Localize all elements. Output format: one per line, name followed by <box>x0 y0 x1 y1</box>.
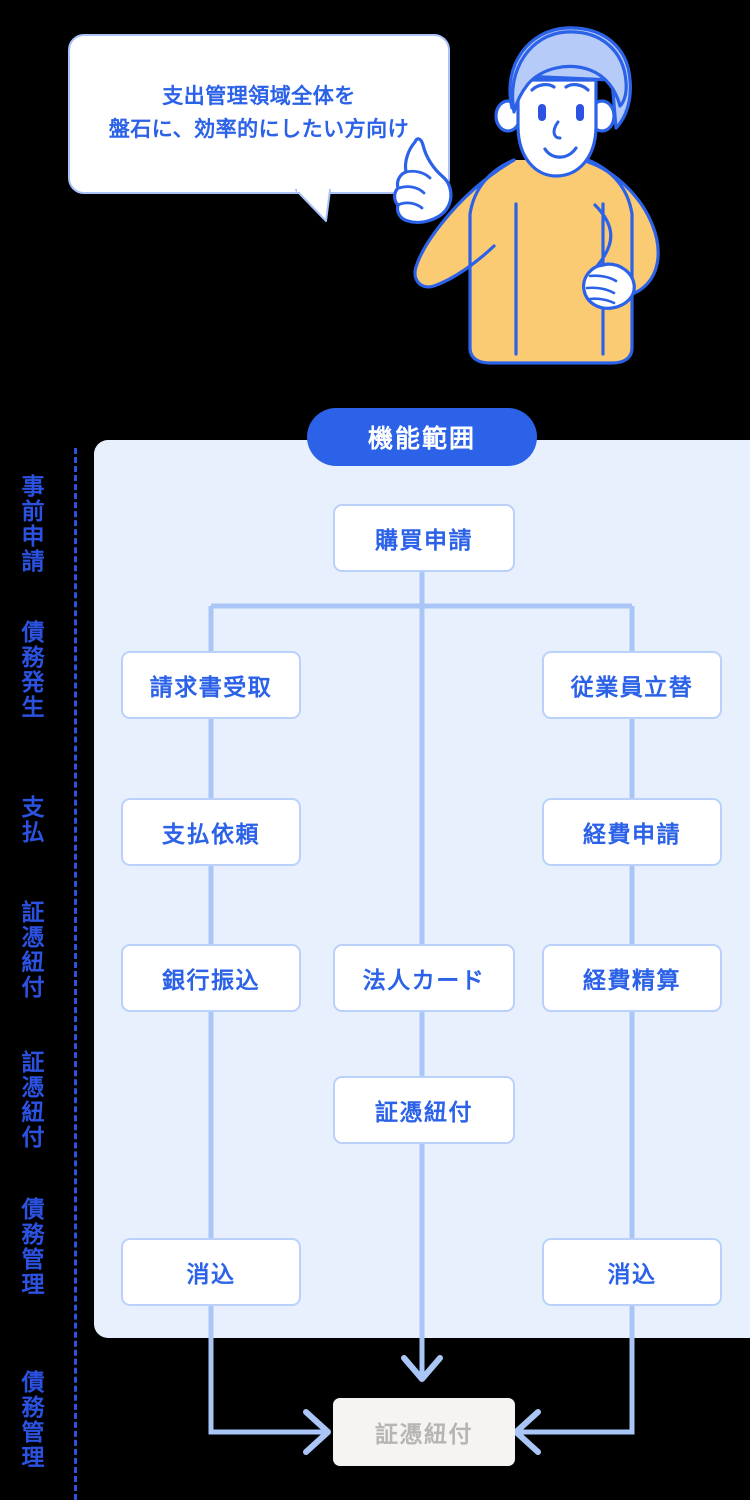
stage-label-0: 事前申請 <box>18 474 44 574</box>
stage-label-2: 支払 <box>18 795 44 845</box>
speech-bubble: 支出管理領域全体を 盤石に、効率的にしたい方向け <box>68 34 450 194</box>
scope-badge: 機能範囲 <box>307 408 537 466</box>
arrowhead-right <box>303 1409 331 1455</box>
arrowhead-left <box>513 1409 541 1455</box>
stage-label-5: 債務管理 <box>18 1197 44 1297</box>
node-evidence-link-final[interactable]: 証憑紐付 <box>333 1398 515 1466</box>
speech-bubble-text: 支出管理領域全体を 盤石に、効率的にしたい方向け <box>109 81 409 146</box>
node-bank-transfer[interactable]: 銀行振込 <box>121 944 301 1012</box>
stage-label-3: 証憑紐付 <box>18 900 44 1000</box>
node-payment-request[interactable]: 支払依頼 <box>121 798 301 866</box>
speech-bubble-line2: 盤石に、効率的にしたい方向け <box>108 118 410 141</box>
pointing-person-illustration <box>393 26 660 365</box>
stage-label-6: 債務管理 <box>18 1370 44 1470</box>
speech-bubble-line1: 支出管理領域全体を <box>162 85 356 109</box>
stage-label-1: 債務発生 <box>18 620 44 720</box>
node-expense-request[interactable]: 経費申請 <box>542 798 722 866</box>
node-evidence-link-mid[interactable]: 証憑紐付 <box>333 1076 515 1144</box>
stage-label-4: 証憑紐付 <box>18 1050 44 1150</box>
node-offset-right[interactable]: 消込 <box>542 1238 722 1306</box>
node-purchase-request[interactable]: 購買申請 <box>333 504 515 572</box>
node-employee-advance[interactable]: 従業員立替 <box>542 651 722 719</box>
arrowhead-down <box>401 1355 443 1382</box>
stage-divider-dashed-line <box>74 448 77 1500</box>
node-offset-left[interactable]: 消込 <box>121 1238 301 1306</box>
node-invoice-receipt[interactable]: 請求書受取 <box>121 651 301 719</box>
speech-bubble-tail <box>295 186 331 222</box>
node-corporate-card[interactable]: 法人カード <box>333 944 515 1012</box>
node-expense-settlement[interactable]: 経費精算 <box>542 944 722 1012</box>
